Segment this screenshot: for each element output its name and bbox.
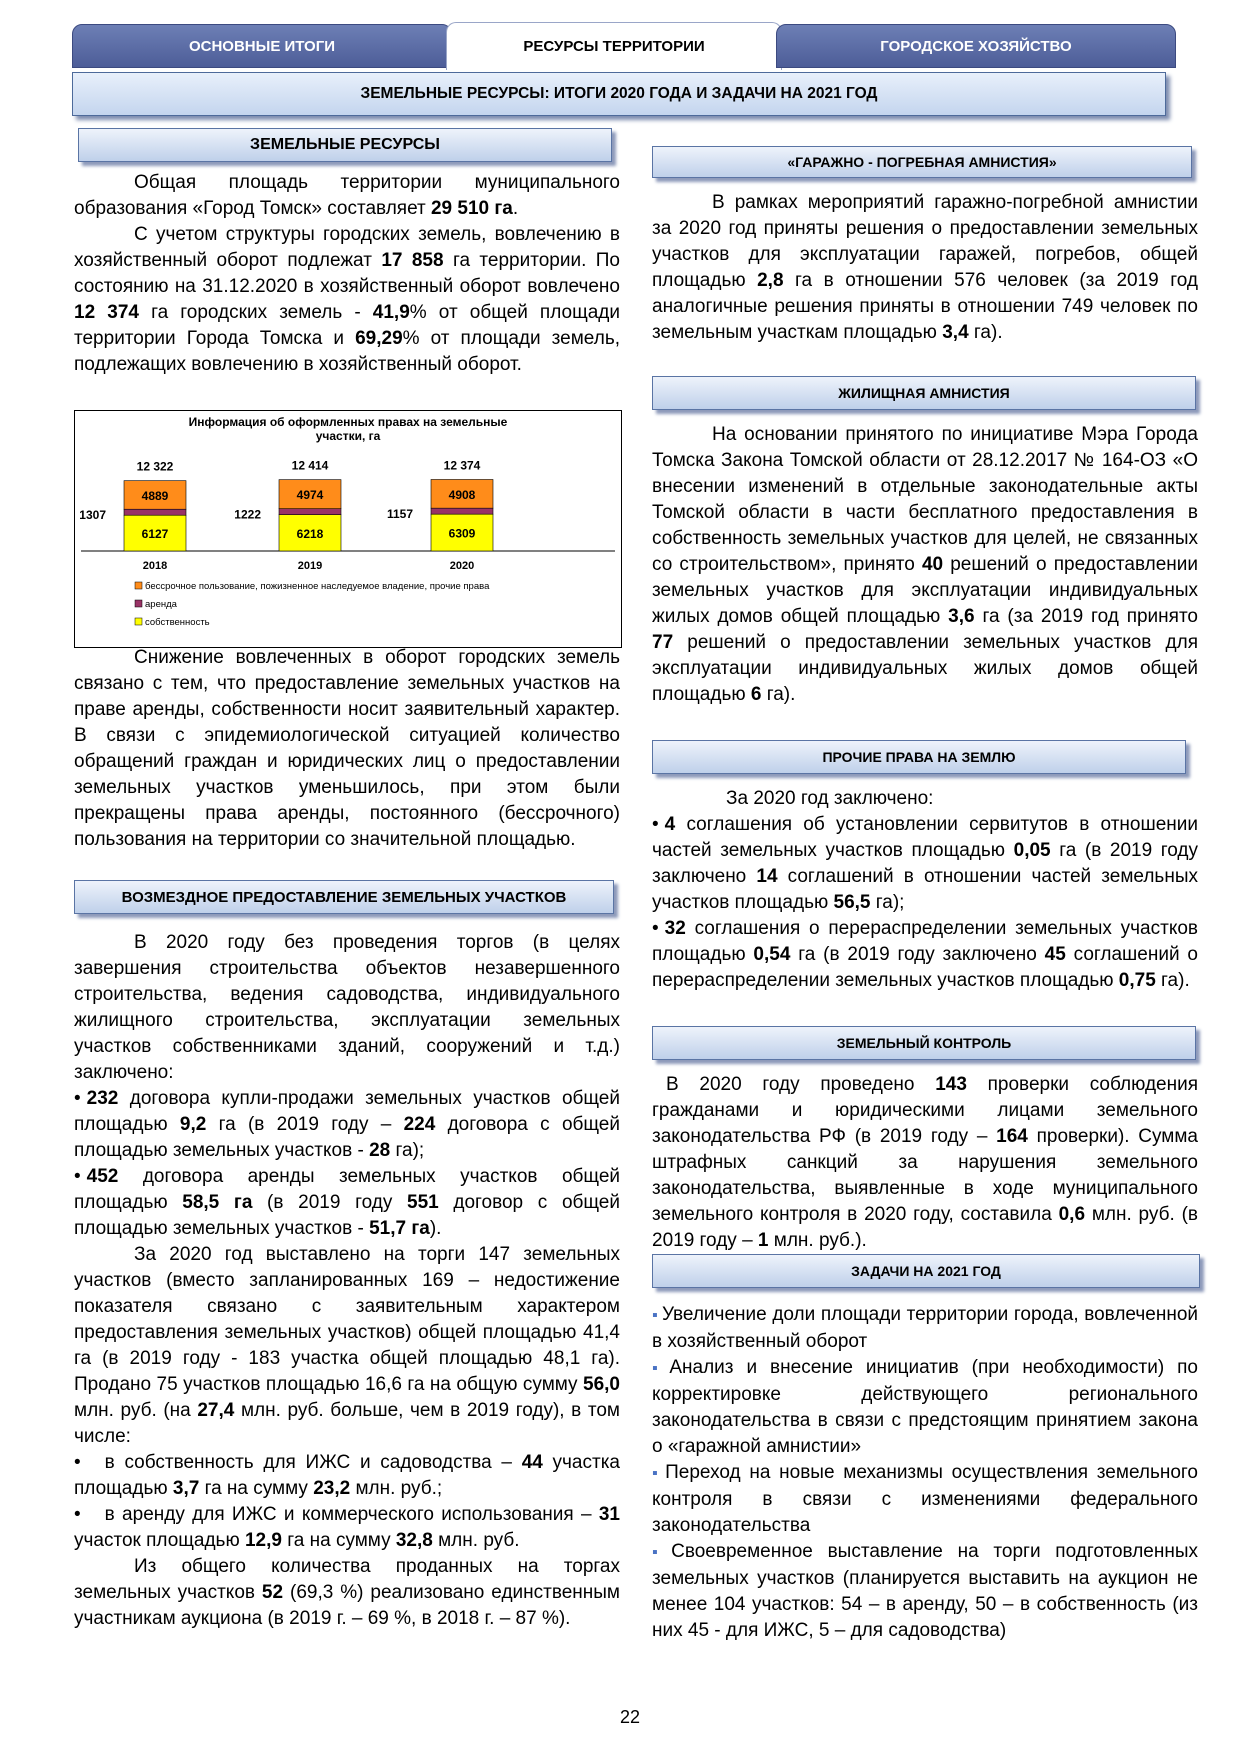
data-label-rent: 4889: [142, 489, 169, 503]
data-label-other: 1307: [79, 508, 106, 522]
bar-segment-own: [123, 514, 187, 552]
paragraph: На основании принятого по инициативе Мэр…: [652, 424, 1199, 705]
legend-swatch: [134, 581, 143, 590]
data-label-other: 1157: [387, 507, 413, 521]
legend-swatch: [134, 599, 143, 608]
bar-segment-other: [278, 479, 342, 509]
chart-title: Информация об оформленных правах на земе…: [189, 415, 508, 429]
left-text-mid: Снижение вовлеченных в оборот городских …: [74, 645, 620, 853]
bullet-item: в аренду для ИЖС и коммерческого использ…: [74, 1502, 620, 1554]
chart-svg: Информация об оформленных правах на земе…: [79, 415, 615, 628]
task-item: Своевременное выставление на торги подго…: [652, 1539, 1198, 1644]
data-label-rent: 4908: [449, 488, 476, 502]
section-header-garage-amnesty: «ГАРАЖНО - ПОГРЕБНАЯ АМНИСТИЯ»: [652, 146, 1192, 178]
x-tick-label: 2019: [298, 560, 322, 572]
legend-label: собственность: [145, 617, 210, 628]
task-item: Переход на новые механизмы осуществления…: [652, 1460, 1198, 1539]
data-label-total: 12 322: [137, 460, 174, 474]
bar-segment-rent: [430, 507, 494, 515]
bar-segment-own: [430, 513, 494, 552]
left-text-bottom: В 2020 году без проведения торгов (в цел…: [74, 930, 620, 1632]
paragraph: Снижение вовлеченных в оборот городских …: [74, 647, 620, 850]
chart-title-2: участки, га: [316, 429, 381, 443]
land-rights-chart: Информация об оформленных правах на земе…: [74, 410, 622, 648]
right-text-tasks: Увеличение доли площади территории город…: [652, 1302, 1198, 1644]
data-label-other: 1222: [234, 508, 261, 522]
legend-swatch: [134, 617, 143, 626]
tab-city-economy[interactable]: ГОРОДСКОЕ ХОЗЯЙСТВО: [776, 24, 1176, 68]
bar-segment-rent: [278, 508, 342, 515]
page-number: 22: [619, 1707, 641, 1727]
tab-territory-resources[interactable]: РЕСУРСЫ ТЕРРИТОРИИ: [446, 22, 782, 70]
right-text-garage: В рамках мероприятий гаражно-погребной а…: [652, 190, 1198, 346]
data-label-own: 6127: [142, 527, 169, 541]
right-text-housing: На основании принятого по инициативе Мэр…: [652, 422, 1198, 708]
bar-segment-other: [430, 479, 494, 509]
paragraph: Из общего количества проданных на торгах…: [74, 1556, 620, 1629]
bar-segment-other: [123, 480, 187, 510]
legend-label: аренда: [145, 599, 178, 610]
paragraph: За 2020 год выставлено на торги 147 земе…: [74, 1244, 620, 1447]
x-tick-label: 2018: [143, 560, 167, 572]
legend-label: бессрочное пользование, пожизненное насл…: [145, 581, 490, 592]
data-label-total: 12 374: [444, 458, 481, 472]
bullet-item: 32 соглашения о перераспределении земель…: [652, 916, 1198, 994]
paragraph: В 2020 году проведено 143 проверки соблю…: [652, 1074, 1199, 1251]
paragraph: С учетом структуры городских земель, вов…: [74, 224, 621, 375]
paragraph: Общая площадь территории муниципального …: [74, 172, 620, 219]
paragraph: В рамках мероприятий гаражно-погребной а…: [652, 192, 1198, 343]
paragraph: За 2020 год заключено:: [726, 788, 934, 809]
bullet-item: 4 соглашения об установлении сервитутов …: [652, 812, 1198, 916]
right-text-control: В 2020 году проведено 143 проверки соблю…: [652, 1072, 1198, 1254]
task-item: Анализ и внесение инициатив (при необход…: [652, 1355, 1198, 1460]
data-label-own: 6218: [297, 527, 324, 541]
data-label-rent: 4974: [297, 488, 324, 502]
bullet-item: 452 договора аренды земельных участков о…: [74, 1164, 620, 1242]
task-item: Увеличение доли площади территории город…: [652, 1302, 1198, 1355]
section-header-land: ЗЕМЕЛЬНЫЕ РЕСУРСЫ: [78, 128, 612, 162]
x-tick-label: 2020: [450, 560, 474, 572]
left-text-top: Общая площадь территории муниципального …: [74, 170, 620, 378]
data-label-total: 12 414: [292, 459, 329, 473]
section-header-paid-provision: ВОЗМЕЗДНОЕ ПРЕДОСТАВЛЕНИЕ ЗЕМЕЛЬНЫХ УЧАС…: [74, 880, 614, 914]
bullet-item: в собственность для ИЖС и садоводства – …: [74, 1450, 620, 1502]
bullet-item: 232 договора купли-продажи земельных уча…: [74, 1086, 620, 1164]
section-header-tasks-2021: ЗАДАЧИ НА 2021 ГОД: [652, 1254, 1200, 1288]
section-tabs: ОСНОВНЫЕ ИТОГИ РЕСУРСЫ ТЕРРИТОРИИ ГОРОДС…: [72, 22, 1176, 72]
section-header-housing-amnesty: ЖИЛИЩНАЯ АМНИСТИЯ: [652, 376, 1196, 410]
page-title: ЗЕМЕЛЬНЫЕ РЕСУРСЫ: ИТОГИ 2020 ГОДА И ЗАД…: [72, 72, 1166, 116]
bar-segment-rent: [123, 508, 187, 516]
section-header-other-rights: ПРОЧИЕ ПРАВА НА ЗЕМЛЮ: [652, 740, 1186, 774]
right-text-other: За 2020 год заключено: 4 соглашения об у…: [652, 786, 1198, 994]
section-header-land-control: ЗЕМЕЛЬНЫЙ КОНТРОЛЬ: [652, 1026, 1196, 1060]
tab-main-results[interactable]: ОСНОВНЫЕ ИТОГИ: [72, 24, 452, 68]
paragraph: В 2020 году без проведения торгов (в цел…: [74, 932, 620, 1083]
data-label-own: 6309: [449, 527, 476, 541]
